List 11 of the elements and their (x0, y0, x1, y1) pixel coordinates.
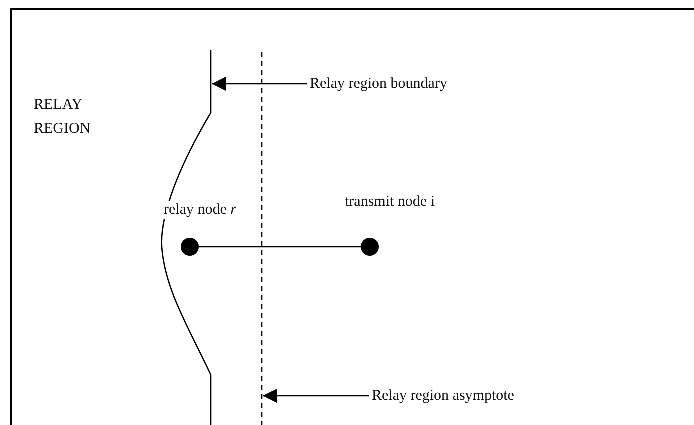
leader-arrow (212, 77, 307, 91)
node-dot (181, 238, 199, 256)
leader-arrow (263, 389, 369, 403)
boundary-line (210, 50, 212, 113)
callout-text: Relay region asymptote (372, 387, 514, 405)
link-line (199, 246, 361, 248)
callout-text: Relay region boundary (310, 75, 448, 93)
node-label: relay node r (163, 201, 238, 219)
asymptote-line (261, 52, 263, 425)
region-label: RELAY REGION (34, 96, 92, 139)
node-dot (361, 238, 379, 256)
